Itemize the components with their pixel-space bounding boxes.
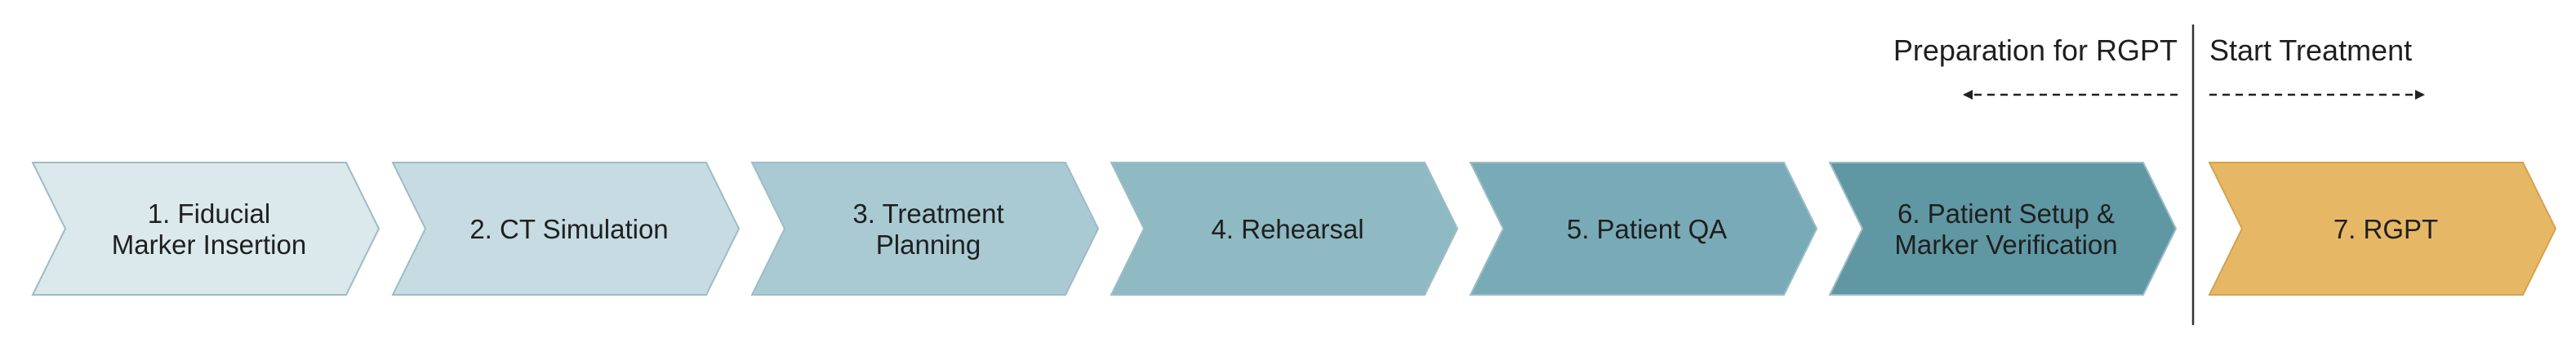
step-1-chevron — [31, 162, 380, 296]
step-2-label-line-1: 2. CT Simulation — [469, 214, 668, 244]
step-3-label-line-1: 3. Treatment — [852, 198, 1003, 229]
step-4-label-line-1: 4. Rehearsal — [1211, 214, 1364, 244]
step-7-label-line-1: 7. RGPT — [2334, 214, 2438, 244]
step-7-chevron — [2208, 162, 2557, 296]
step-6-label-line-2: Marker Verification — [1894, 229, 2117, 260]
step-2-chevron — [391, 162, 741, 296]
step-6-chevron — [1828, 162, 2178, 296]
step-5: 5. Patient QA — [1469, 162, 1818, 296]
preparation-phase-label: Preparation for RGPT — [1893, 33, 2178, 67]
step-3-chevron — [750, 162, 1100, 296]
step-5-label-line-1: 5. Patient QA — [1567, 214, 1727, 244]
step-6: 6. Patient Setup &Marker Verification — [1828, 162, 2178, 296]
step-2: 2. CT Simulation — [391, 162, 741, 296]
step-3-label-line-2: Planning — [876, 229, 981, 260]
step-5-chevron — [1469, 162, 1818, 296]
step-1-label-line-2: Marker Insertion — [112, 229, 306, 260]
step-1-label-line-1: 1. Fiducial — [148, 198, 270, 229]
step-6-label-line-1: 6. Patient Setup & — [1898, 198, 2115, 229]
treatment-phase-label: Start Treatment — [2209, 33, 2412, 67]
step-4-chevron — [1110, 162, 1459, 296]
step-4: 4. Rehearsal — [1110, 162, 1459, 296]
step-7: 7. RGPT — [2208, 162, 2557, 296]
